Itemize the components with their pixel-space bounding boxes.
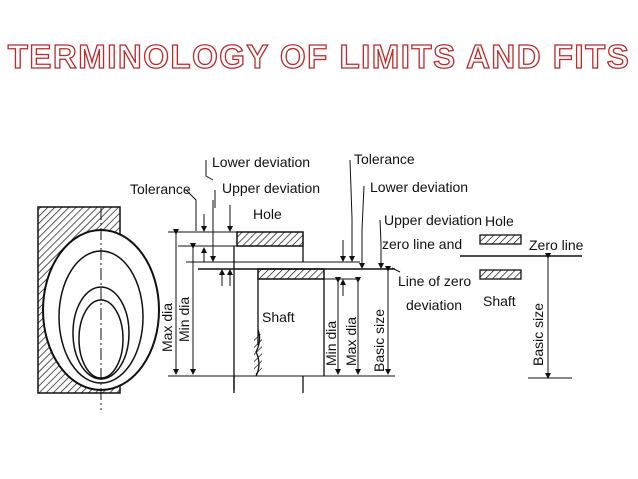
min-dia-label: Min dia <box>176 297 192 342</box>
lower-deviation-label-right: Lower deviation <box>370 179 468 195</box>
upper-deviation-label-right: Upper deviation <box>384 212 482 228</box>
basic-size-mid-label: Basic size <box>371 309 387 372</box>
hole-label-right: Hole <box>485 213 514 229</box>
max-dia-label: Max dia <box>159 303 175 352</box>
elevation-view <box>168 159 401 393</box>
shaft-label-right: Shaft <box>483 293 516 309</box>
line-of-zero-label: Line of zero <box>398 273 471 289</box>
max-dia-shaft-label: Max dia <box>343 317 359 366</box>
slide-title: TERMINOLOGY OF LIMITS AND FITS <box>7 37 631 75</box>
hole-shaft-cross-section <box>37 206 160 410</box>
zero-line-diagram <box>460 234 582 379</box>
deviation-label: deviation <box>406 297 462 313</box>
tolerance-label-left: Tolerance <box>130 181 191 197</box>
min-dia-shaft-label: Min dia <box>323 321 339 366</box>
zero-line-label: Zero line <box>529 237 584 253</box>
tolerance-label-right: Tolerance <box>354 151 415 167</box>
lower-deviation-label-left: Lower deviation <box>212 154 310 170</box>
upper-deviation-label-left: Upper deviation <box>222 180 320 196</box>
hole-label-left: Hole <box>253 206 282 222</box>
zero-line-and-label: zero line and <box>382 236 462 252</box>
basic-size-right-label: Basic size <box>530 303 546 366</box>
shaft-label-left: Shaft <box>262 309 295 325</box>
